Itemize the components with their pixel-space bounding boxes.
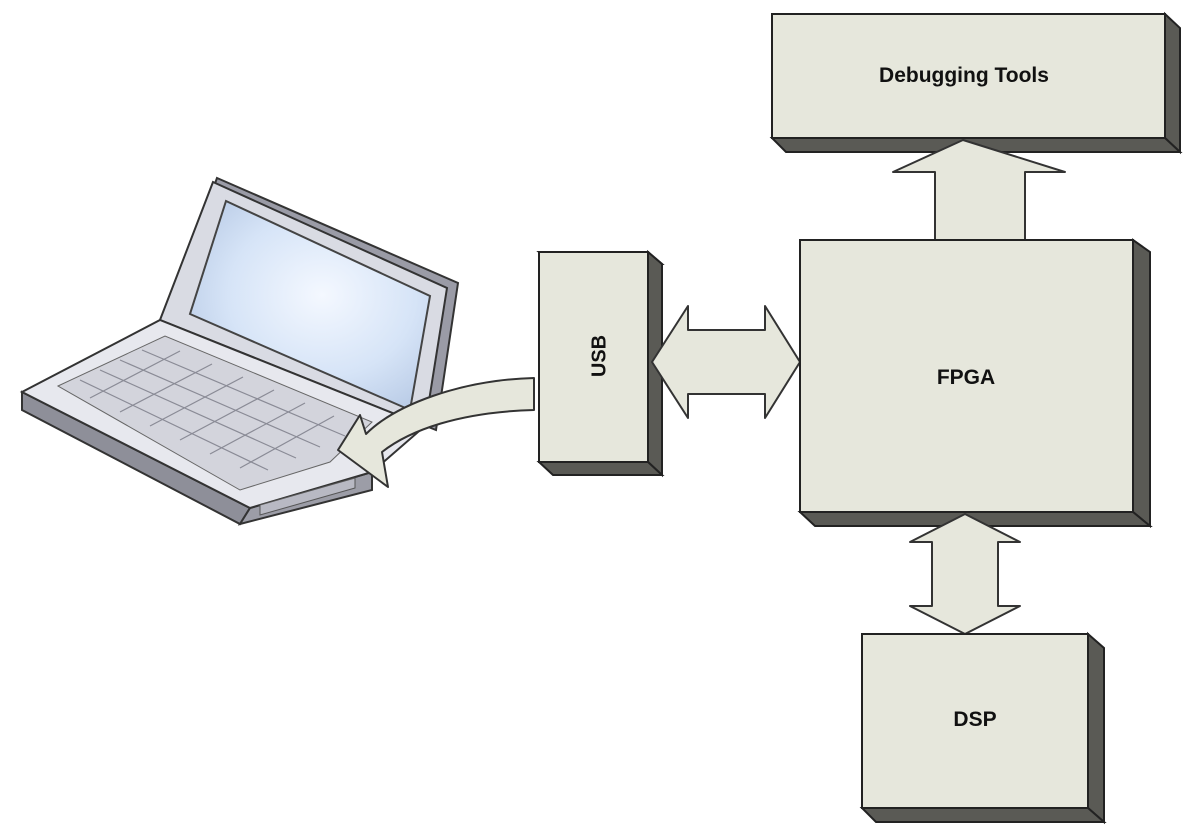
dsp-label: DSP <box>953 708 996 731</box>
usb-fpga-double-arrow <box>651 305 801 419</box>
usb-label: USB <box>588 335 610 377</box>
debugging-tools-label: Debugging Tools <box>879 64 1049 87</box>
usb-block: USB <box>536 249 665 478</box>
fpga-to-debugging-arrow <box>892 139 1066 241</box>
debugging-tools-block: Debugging Tools <box>769 11 1183 155</box>
dsp-block: DSP <box>859 631 1107 825</box>
fpga-block: FPGA <box>797 238 1153 529</box>
fpga-label: FPGA <box>937 366 995 389</box>
usb-to-laptop-curved-arrow <box>337 377 535 488</box>
laptop-icon <box>19 176 460 526</box>
fpga-dsp-double-arrow <box>909 513 1021 635</box>
